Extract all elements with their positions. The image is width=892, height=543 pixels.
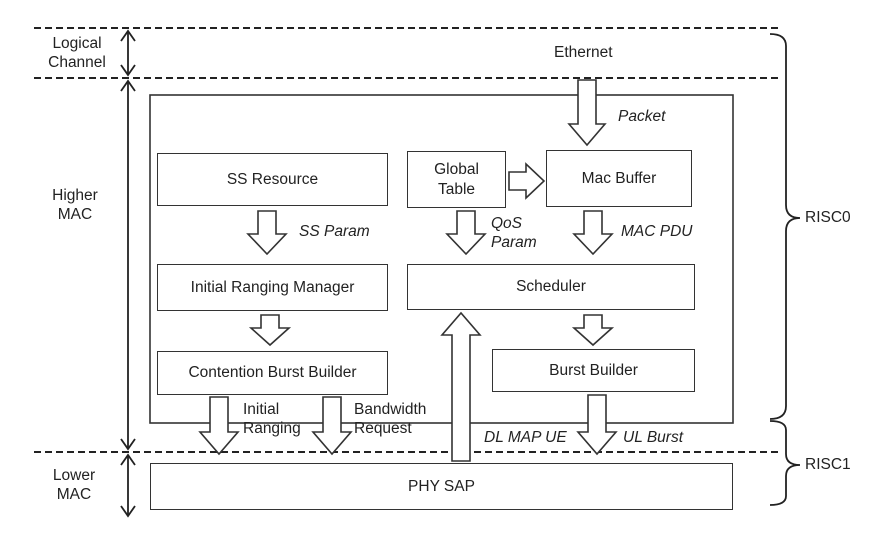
scheduler-to-burst-arrow [571,314,615,347]
bandwidth-request-label: Bandwidth Request [354,401,427,438]
initial-ranging-manager-block: Initial Ranging Manager [157,264,388,311]
phy-sap-label: PHY SAP [408,477,475,495]
burst-builder-label: Burst Builder [549,361,638,379]
ranging-to-contention-arrow [248,314,292,347]
ss-resource-label: SS Resource [226,170,319,188]
higher-mac-frame [149,94,734,424]
mac-buffer-label: Mac Buffer [581,169,657,187]
initial-ranging-arrow [198,396,240,456]
ul-burst-label: UL Burst [623,429,684,446]
contention-burst-builder-label: Contention Burst Builder [188,364,357,382]
bandwidth-request-arrow [311,396,353,456]
ul-burst-arrow [576,394,618,456]
lower-mac-extent-arrow [120,453,136,518]
global-table-block: Global Table [407,151,506,208]
contention-burst-builder-block: Contention Burst Builder [157,351,388,395]
higher-mac-extent-arrow [120,79,136,451]
risc1-label: RISC1 [805,456,851,473]
ss-param-arrow [246,210,288,256]
logical-channel-label: Logical Channel [48,35,106,72]
lower-mac-label: Lower MAC [52,467,96,504]
higher-mac-label: Higher MAC [52,187,98,224]
ss-resource-block: SS Resource [157,153,388,206]
initial-ranging-label: Initial Ranging [243,401,301,438]
dl-map-ue-arrow [440,311,482,462]
scheduler-label: Scheduler [516,278,586,296]
qos-param-arrow [445,210,487,256]
risc1-brace [769,420,801,506]
scheduler-block: Scheduler [407,264,695,310]
ethernet-label: Ethernet [554,44,613,61]
ss-param-label: SS Param [299,223,370,240]
initial-ranging-manager-label: Initial Ranging Manager [190,278,355,296]
mac-pdu-label: MAC PDU [621,223,693,240]
risc0-label: RISC0 [805,209,851,226]
phy-sap-block: PHY SAP [150,463,733,510]
global-table-to-mac-buffer-arrow [508,162,546,200]
global-table-label: Global Table [434,161,479,198]
mac-buffer-block: Mac Buffer [546,150,692,207]
burst-builder-block: Burst Builder [492,349,695,392]
logical-channel-extent-arrow [120,29,136,77]
qos-param-label: QoS Param [491,215,537,252]
dl-map-ue-label: DL MAP UE [484,429,567,446]
packet-arrow [567,79,607,147]
risc0-brace [769,33,801,420]
packet-label: Packet [618,108,666,125]
mac-pdu-arrow [572,210,614,256]
